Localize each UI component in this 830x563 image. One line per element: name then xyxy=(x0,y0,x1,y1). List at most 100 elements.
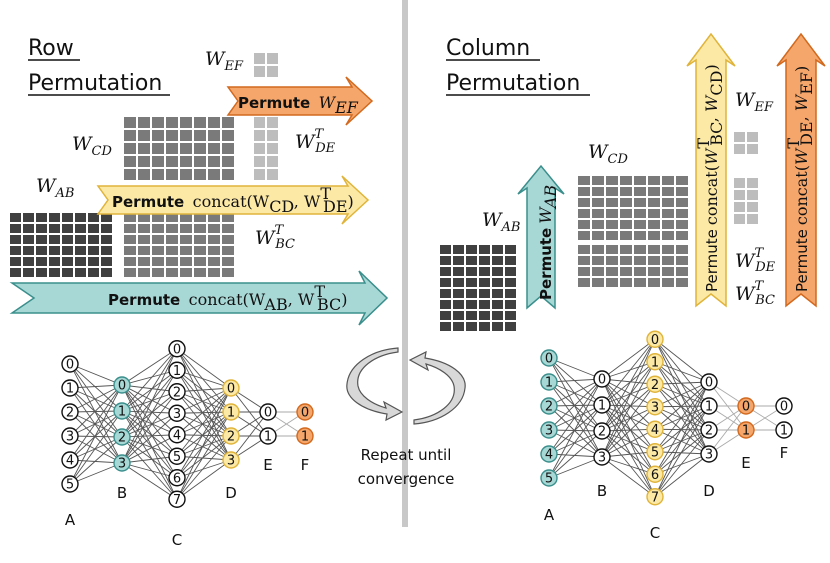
network-edge xyxy=(601,339,656,458)
matrix-cell xyxy=(676,187,688,196)
network-edge xyxy=(176,369,232,389)
network-edge xyxy=(654,381,710,408)
matrix-cell xyxy=(23,268,34,277)
matrix-cell xyxy=(254,143,265,154)
network-edge xyxy=(654,383,710,407)
network-node-label: 0 xyxy=(651,333,659,348)
network-edge xyxy=(548,456,603,479)
network-node xyxy=(646,375,664,393)
network-edge xyxy=(601,361,656,458)
left-matrix-wab xyxy=(10,213,112,277)
matrix-cell xyxy=(166,257,178,266)
matrix-cell xyxy=(208,156,220,167)
matrix-cell xyxy=(254,130,265,141)
right-arrow-permute-de-ef-text: Permuteconcat(WTDE, WEF) xyxy=(784,66,816,292)
matrix-cell xyxy=(648,256,660,265)
matrix-cell xyxy=(734,214,745,224)
matrix-cell xyxy=(267,130,278,141)
matrix-cell xyxy=(505,300,516,309)
matrix-cell xyxy=(592,278,604,287)
matrix-cell xyxy=(662,267,674,276)
matrix-cell xyxy=(152,257,164,266)
network-node-label: 6 xyxy=(173,471,181,486)
network-edge xyxy=(708,405,747,455)
matrix-cell xyxy=(505,245,516,254)
network-edge xyxy=(121,348,178,464)
network-edge xyxy=(121,455,178,464)
matrix-cell xyxy=(254,53,265,64)
matrix-cell xyxy=(23,257,34,266)
matrix-cell xyxy=(592,176,604,185)
matrix-cell xyxy=(49,224,60,233)
matrix-cell xyxy=(166,235,178,244)
matrix-cell xyxy=(620,267,632,276)
network-edge xyxy=(176,348,232,413)
matrix-cell xyxy=(62,246,73,255)
right-matrix-wde-t xyxy=(734,178,758,224)
network-edge xyxy=(176,411,232,479)
matrix-cell xyxy=(23,246,34,255)
network-node-label: 1 xyxy=(742,424,750,439)
matrix-cell xyxy=(620,187,632,196)
matrix-cell xyxy=(620,220,632,229)
network-node-label: 3 xyxy=(545,424,553,439)
matrix-cell xyxy=(101,224,112,233)
matrix-cell xyxy=(479,300,490,309)
network-edge xyxy=(69,410,123,485)
matrix-cell xyxy=(747,132,758,142)
network-edge xyxy=(548,381,603,406)
network-node-label: 0 xyxy=(301,406,309,421)
network-edge xyxy=(601,404,656,408)
network-edge xyxy=(654,339,710,431)
network-node xyxy=(646,330,664,348)
network-edge xyxy=(601,339,656,432)
network-edge xyxy=(601,406,656,432)
matrix-cell xyxy=(662,278,674,287)
matrix-cell xyxy=(138,224,150,233)
network-node-label: 6 xyxy=(651,468,659,483)
matrix-cell xyxy=(662,256,674,265)
matrix-cell xyxy=(124,130,136,141)
matrix-cell xyxy=(466,278,477,287)
matrix-cell xyxy=(124,268,136,277)
matrix-cell xyxy=(578,245,590,254)
network-node xyxy=(540,397,558,415)
network-edge xyxy=(69,436,123,461)
matrix-cell xyxy=(505,289,516,298)
matrix-cell xyxy=(124,235,136,244)
matrix-cell xyxy=(662,187,674,196)
matrix-cell xyxy=(267,117,278,128)
network-edge xyxy=(654,405,710,430)
matrix-cell xyxy=(101,257,112,266)
matrix-cell xyxy=(101,213,112,222)
network-node xyxy=(61,355,79,373)
matrix-cell xyxy=(23,235,34,244)
network-edge xyxy=(176,411,232,436)
matrix-cell xyxy=(166,117,178,128)
network-edge xyxy=(176,434,232,461)
matrix-cell xyxy=(10,213,21,222)
network-edge xyxy=(601,338,656,380)
matrix-cell xyxy=(36,268,47,277)
network-node-label: 3 xyxy=(705,448,713,463)
network-edge xyxy=(601,378,656,497)
matrix-cell xyxy=(267,169,278,180)
matrix-cell xyxy=(592,187,604,196)
network-edge xyxy=(69,411,123,464)
network-node xyxy=(168,490,186,508)
matrix-cell xyxy=(152,117,164,128)
matrix-cell xyxy=(180,143,192,154)
network-edge xyxy=(548,429,603,458)
matrix-cell xyxy=(152,143,164,154)
network-edge xyxy=(654,405,710,497)
network-edge xyxy=(121,391,178,464)
right-wcd-label: WCD xyxy=(588,141,628,167)
network-edge xyxy=(548,405,603,458)
matrix-cell xyxy=(267,53,278,64)
network-edge xyxy=(601,456,656,498)
network-edge xyxy=(176,369,232,437)
network-edge xyxy=(548,453,603,458)
network-node-label: 0 xyxy=(598,373,606,388)
